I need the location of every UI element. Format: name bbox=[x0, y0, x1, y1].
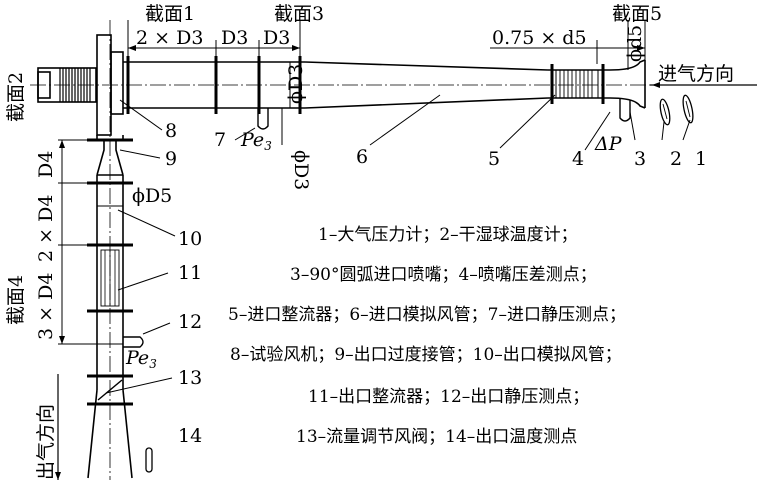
callout-4: 4 bbox=[572, 148, 584, 170]
dimension-labels: 2 × D3 D3 D3 0.75 × d5 ϕd5 ϕD3 ϕD3 D4 2 … bbox=[35, 25, 646, 340]
legend-line-3: 5–进口整流器；6–进口模拟风管；7–进口静压测点； bbox=[228, 305, 626, 325]
pe3-bottom-label: Pe3 bbox=[125, 347, 157, 371]
dim-D4: D4 bbox=[35, 151, 57, 178]
section-2-label: 截面2 bbox=[5, 72, 27, 122]
callout-5: 5 bbox=[488, 148, 500, 170]
section-labels: 截面1 截面3 截面5 截面2 截面4 bbox=[5, 3, 662, 325]
dim-2xD4: 2 × D4 bbox=[35, 195, 57, 262]
inlet-static-pressure-tap bbox=[257, 108, 269, 130]
inlet-nozzle bbox=[609, 59, 646, 109]
inlet-direction-label: 进气方向 bbox=[658, 63, 734, 85]
outlet-temperature-probe bbox=[145, 447, 153, 473]
fan-hub bbox=[110, 51, 124, 115]
psychrometer-gauge bbox=[659, 98, 671, 126]
legend: 1–大气压力计；2–干湿球温度计； 3–90°圆弧进口喷嘴；4–喷嘴压差测点； … bbox=[228, 225, 626, 447]
symbol-labels: Pe3 Pe3 ΔP bbox=[125, 129, 623, 371]
section-5-label: 截面5 bbox=[612, 3, 662, 25]
dim-phi-D5: ϕD5 bbox=[132, 185, 172, 207]
pe3-top-label: Pe3 bbox=[240, 129, 272, 153]
callout-14: 14 bbox=[178, 425, 202, 447]
callout-13: 13 bbox=[178, 367, 202, 389]
section-1-label: 截面1 bbox=[145, 3, 195, 25]
dim-phi-D3-top: ϕD3 bbox=[285, 64, 307, 104]
dim-phi-d5: ϕd5 bbox=[624, 25, 646, 62]
section-4-label: 截面4 bbox=[5, 275, 27, 325]
callout-12: 12 bbox=[178, 311, 202, 333]
dim-phi-D3-bottom: ϕD3 bbox=[290, 150, 312, 190]
outlet-duct bbox=[87, 20, 153, 480]
leader-lines bbox=[105, 94, 691, 394]
barometer-gauge bbox=[682, 94, 694, 124]
callout-7: 7 bbox=[214, 129, 226, 151]
inlet-taper-top bbox=[304, 61, 549, 71]
dimension-lines bbox=[57, 20, 757, 480]
dim-075d5: 0.75 × d5 bbox=[492, 27, 587, 49]
legend-line-4: 8–试验风机；9–出口过度接管；10–出口模拟风管； bbox=[230, 345, 622, 365]
dim-2xD3: 2 × D3 bbox=[136, 27, 203, 49]
callout-2: 2 bbox=[670, 148, 682, 170]
legend-line-6: 13–流量调节风阀；14–出口温度测点 bbox=[296, 427, 577, 447]
legend-line-2: 3–90°圆弧进口喷嘴；4–喷嘴压差测点； bbox=[290, 265, 597, 285]
outlet-direction-label: 出气方向 bbox=[35, 404, 57, 480]
outlet-static-pressure-tap bbox=[123, 336, 144, 348]
inlet-straightener bbox=[555, 69, 599, 99]
callout-numbers: 1 2 3 4 5 6 7 8 9 10 11 12 13 14 bbox=[165, 120, 707, 447]
legend-line-1: 1–大气压力计；2–干湿球温度计； bbox=[318, 225, 578, 245]
callout-8: 8 bbox=[165, 120, 177, 142]
callout-6: 6 bbox=[356, 146, 368, 168]
callout-10: 10 bbox=[178, 228, 202, 250]
callout-1: 1 bbox=[695, 148, 707, 170]
dim-D3-b: D3 bbox=[263, 27, 290, 49]
callout-3: 3 bbox=[634, 148, 646, 170]
dim-D3-a: D3 bbox=[221, 27, 248, 49]
arrowheads bbox=[55, 45, 660, 480]
dim-3xD4: 3 × D4 bbox=[35, 273, 57, 340]
section-3-label: 截面3 bbox=[274, 3, 324, 25]
legend-line-5: 11–出口整流器；12–出口静压测点； bbox=[308, 387, 589, 407]
nozzle-pressure-tap bbox=[619, 98, 631, 122]
callout-11: 11 bbox=[178, 262, 202, 284]
flow-direction-labels: 进气方向 出气方向 bbox=[35, 63, 734, 480]
inlet-duct bbox=[30, 34, 700, 136]
inlet-taper-bottom bbox=[304, 97, 549, 109]
callout-9: 9 bbox=[165, 148, 177, 170]
delta-p-label: ΔP bbox=[594, 133, 623, 155]
